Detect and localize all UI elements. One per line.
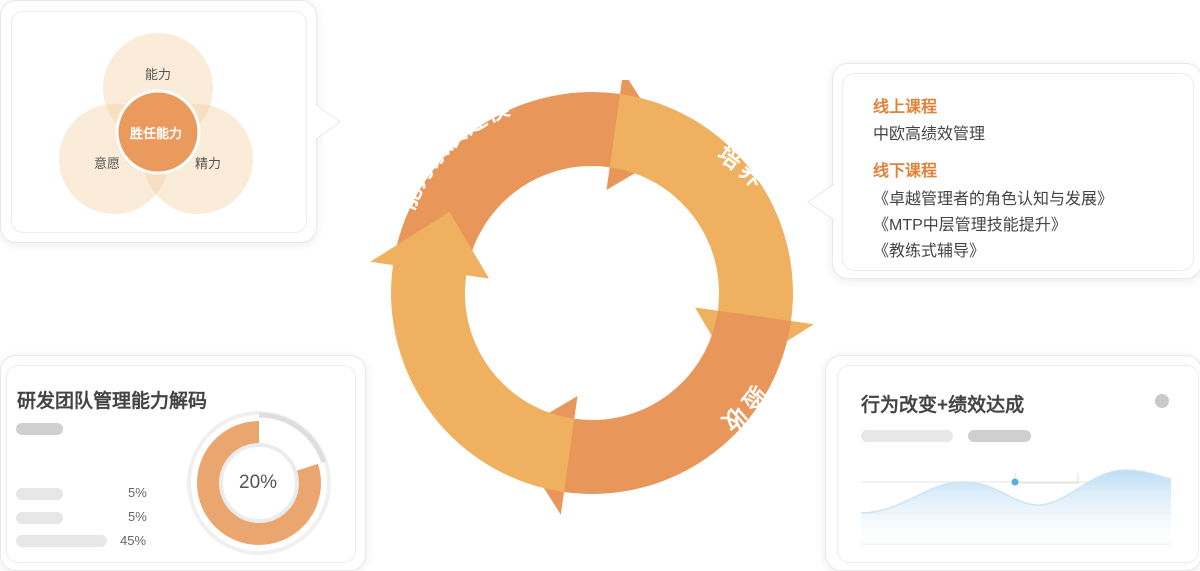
trend-area-chart (861, 469, 1172, 545)
placeholder-bar (861, 430, 953, 442)
donut-highlight-arc (258, 412, 327, 463)
offline-course-heading: 线下课程 (873, 163, 938, 180)
trend-marker (1011, 478, 1019, 486)
decode-card-title: 研发团队管理能力解码 (17, 391, 208, 412)
venn-diagram (59, 33, 253, 214)
offline-course-item: 《教练式辅导》 (873, 243, 986, 260)
venn-label-ability: 能力 (145, 67, 172, 82)
venn-label-willingness: 意愿 (94, 156, 121, 171)
placeholder-bar (16, 488, 63, 500)
venn-card-pointer (314, 103, 341, 141)
courses-card-inner (842, 73, 1194, 271)
trend-area (861, 469, 1171, 544)
online-course-item: 中欧高绩效管理 (873, 126, 986, 143)
online-course-heading: 线上课程 (873, 99, 938, 116)
percent-label: 45% (120, 533, 147, 548)
percent-label: 5% (128, 509, 147, 524)
placeholder-bar (968, 430, 1031, 442)
donut-fill-segment (196, 421, 321, 545)
courses-card-pointer (807, 183, 837, 221)
donut-hole (219, 443, 299, 523)
offline-course-item: 《卓越管理者的角色认知与发展》 (873, 191, 1114, 208)
cycle-diagram: 能力素质建模 培养 验收 持续改进 (366, 80, 814, 515)
placeholder-bar (16, 512, 63, 524)
cycle-arrow-segment (370, 211, 575, 493)
venn-label-energy: 精力 (195, 156, 222, 171)
donut-chart (187, 411, 331, 555)
cycle-arrow-segment (393, 80, 674, 276)
trend-line (861, 469, 1172, 514)
offline-course-item: 《MTP中层管理技能提升》 (873, 217, 1067, 234)
venn-center-circle (115, 89, 201, 175)
perf-card-title: 行为改变+绩效达成 (861, 395, 1025, 416)
cycle-arrow-segment (609, 94, 814, 375)
percent-label: 5% (128, 485, 147, 500)
cycle-arrow-segment (510, 310, 791, 515)
donut-value: 20% (239, 472, 278, 493)
status-dot (1155, 394, 1169, 408)
placeholder-bar (16, 535, 107, 547)
placeholder-bar (16, 423, 63, 435)
tooltip-box (1014, 473, 1079, 484)
venn-center-label: 胜任能力 (130, 126, 183, 141)
